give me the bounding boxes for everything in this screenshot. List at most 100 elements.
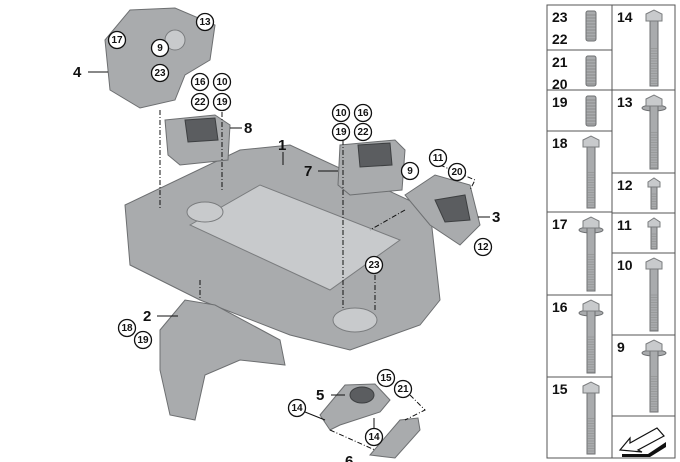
- svg-text:18: 18: [121, 323, 133, 334]
- arrow-shadow: [622, 442, 666, 457]
- fastener-cell-13: 13: [612, 89, 675, 170]
- fastener-label-9: 9: [617, 339, 625, 355]
- part-label-4: 4: [73, 64, 82, 81]
- fastener-cell-10: 10: [612, 252, 675, 332]
- fastener-label-18: 18: [552, 135, 568, 151]
- svg-text:14: 14: [368, 432, 380, 443]
- callout-20: 20: [447, 162, 467, 182]
- callout-11: 11: [428, 148, 448, 168]
- callout-19: 19: [133, 330, 153, 350]
- svg-text:9: 9: [407, 166, 413, 177]
- svg-text:23: 23: [154, 68, 166, 79]
- flange-bolt-icon: [641, 339, 667, 413]
- fastener-cell-19: 19: [547, 89, 612, 127]
- callout-22: 22: [353, 122, 373, 142]
- fastener-label-23: 23: [552, 9, 568, 25]
- fastener-cell-18: 18: [547, 130, 612, 209]
- part-label-2: 2: [143, 308, 151, 325]
- fastener-label-12: 12: [617, 177, 633, 193]
- callout-10: 10: [212, 72, 232, 92]
- fastener-cell-9: 9: [612, 334, 675, 413]
- part-label-7: 7: [304, 163, 312, 180]
- callout-14: 14: [364, 427, 384, 447]
- svg-text:14: 14: [291, 403, 303, 414]
- flange-bolt-icon: [578, 216, 604, 292]
- callout-14: 14: [287, 398, 307, 418]
- fastener-cell-11: 11: [612, 212, 675, 250]
- callout-18: 18: [117, 318, 137, 338]
- fastener-cell-16: 16: [547, 294, 612, 374]
- svg-text:19: 19: [137, 335, 149, 346]
- svg-text:10: 10: [335, 108, 347, 119]
- thread-insert-icon: [585, 95, 597, 127]
- direction-arrow-icon: [618, 427, 665, 453]
- callout-15: 15: [376, 368, 396, 388]
- svg-text:13: 13: [199, 17, 211, 28]
- fastener-label-20: 20: [552, 76, 568, 92]
- small-bolt-icon: [647, 177, 661, 210]
- mount-part-3: [404, 174, 481, 246]
- fastener-label-15: 15: [552, 381, 568, 397]
- svg-text:16: 16: [357, 108, 369, 119]
- fastener-cell-12: 12: [612, 172, 675, 210]
- fastener-label-17: 17: [552, 216, 568, 232]
- part-label-6: 6: [345, 453, 353, 462]
- callout-16: 16: [190, 72, 210, 92]
- svg-text:9: 9: [157, 43, 163, 54]
- svg-text:10: 10: [216, 77, 228, 88]
- callout-10: 10: [331, 103, 351, 123]
- callout-19: 19: [212, 92, 232, 112]
- svg-text:22: 22: [194, 97, 206, 108]
- svg-text:20: 20: [451, 167, 463, 178]
- mount-part-7: [337, 139, 406, 196]
- callout-17: 17: [107, 30, 127, 50]
- callout-23: 23: [364, 255, 384, 275]
- callout-9: 9: [150, 38, 170, 58]
- callout-16: 16: [353, 103, 373, 123]
- callout-22: 22: [190, 92, 210, 112]
- svg-text:17: 17: [111, 35, 123, 46]
- part-label-5: 5: [316, 387, 324, 404]
- svg-text:19: 19: [335, 127, 347, 138]
- link-part-6: [369, 417, 421, 459]
- callout-19: 19: [331, 122, 351, 142]
- part-label-3: 3: [492, 209, 500, 226]
- fastener-label-22: 22: [552, 31, 568, 47]
- fastener-label-11: 11: [617, 217, 632, 233]
- fastener-cell-direction-arrow: [612, 415, 675, 457]
- fastener-cell-17: 17: [547, 211, 612, 292]
- svg-text:12: 12: [477, 242, 489, 253]
- bolt-icon: [582, 135, 600, 209]
- fastener-label-16: 16: [552, 299, 568, 315]
- callout-13: 13: [195, 12, 215, 32]
- fastener-label-19: 19: [552, 94, 568, 110]
- bracket-part-4: [104, 7, 216, 109]
- svg-text:16: 16: [194, 77, 206, 88]
- mount-part-8: [164, 114, 231, 166]
- bolt-icon: [582, 381, 600, 455]
- bracket-part-2: [159, 299, 286, 421]
- fastener-label-21: 21: [552, 54, 568, 70]
- thread-insert-icon: [585, 55, 597, 87]
- svg-text:22: 22: [357, 127, 369, 138]
- callout-21: 21: [393, 379, 413, 399]
- fastener-cell-14: 14: [617, 9, 663, 87]
- part-label-1: 1: [278, 137, 286, 154]
- fastener-label-14: 14: [617, 9, 633, 25]
- callout-23: 23: [150, 63, 170, 83]
- svg-text:19: 19: [216, 97, 228, 108]
- fastener-cell-15: 15: [547, 376, 612, 455]
- callout-9: 9: [400, 161, 420, 181]
- fastener-label-10: 10: [617, 257, 633, 273]
- callout-12: 12: [473, 237, 493, 257]
- svg-text:15: 15: [380, 373, 392, 384]
- assembly-lines: [159, 110, 476, 451]
- svg-text:23: 23: [368, 260, 380, 271]
- carrier-frame-part-1: [124, 144, 441, 351]
- thread-insert-icon: [585, 10, 597, 42]
- leader-lines: [88, 71, 490, 428]
